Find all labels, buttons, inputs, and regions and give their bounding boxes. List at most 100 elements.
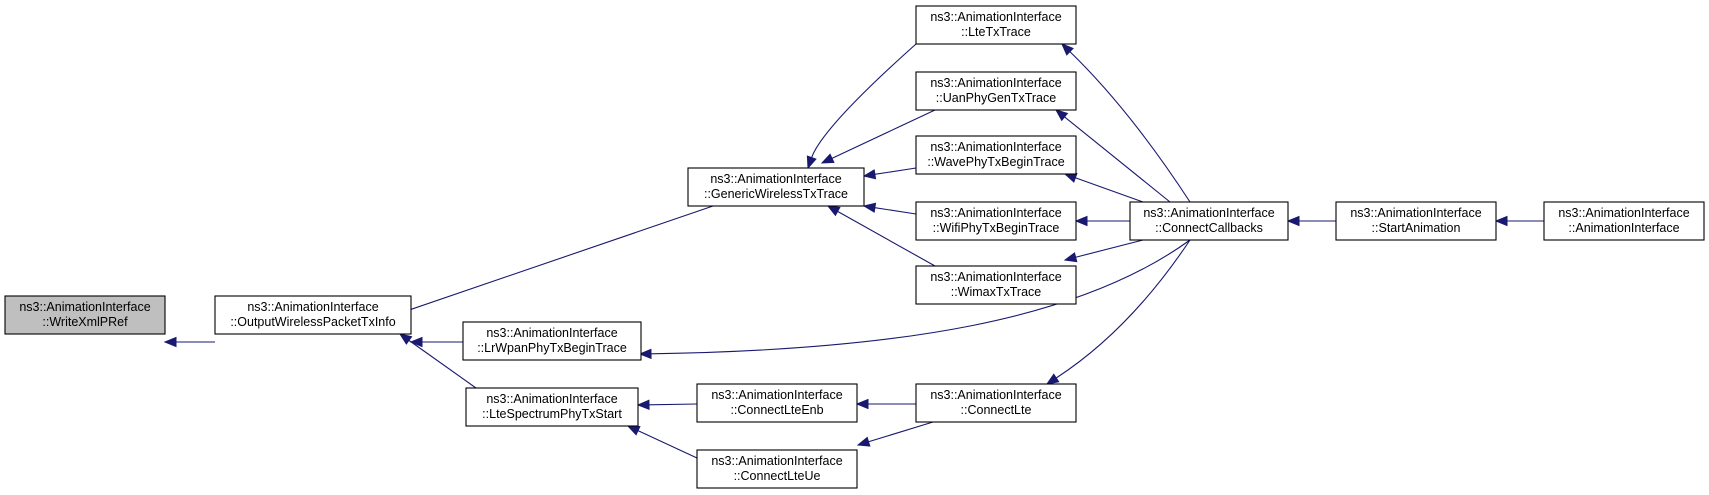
node-method-label: ::StartAnimation [1372, 221, 1461, 235]
edge-connectcb-to-lrwpan [638, 239, 1191, 360]
node-box [696, 383, 858, 423]
edge-wave-to-generic [862, 167, 917, 180]
node-wave[interactable]: ns3::AnimationInterface::WavePhyTxBeginT… [915, 135, 1077, 175]
arrowhead-icon [638, 348, 652, 360]
edge-lrwpan-to-outputwifi [409, 336, 463, 348]
node-connectcb[interactable]: ns3::AnimationInterface::ConnectCallback… [1129, 201, 1289, 241]
node-method-label: ::UanPhyGenTxTrace [936, 91, 1056, 105]
arrowhead-icon [636, 399, 650, 411]
node-ltespectrum[interactable]: ns3::AnimationInterface::LteSpectrumPhyT… [465, 387, 639, 427]
edge-connectlteue-to-ltespectrum [626, 425, 698, 459]
arrowhead-icon [855, 398, 869, 410]
node-class-label: ns3::AnimationInterface [247, 300, 378, 314]
node-box [915, 265, 1077, 305]
node-box [915, 5, 1077, 45]
node-writexml: ns3::AnimationInterface::WriteXmlPRef [4, 295, 166, 335]
edge-line [637, 430, 698, 459]
node-class-label: ns3::AnimationInterface [711, 454, 842, 468]
arrowhead-icon [856, 436, 871, 447]
edge-line [868, 421, 934, 443]
edge-line [874, 167, 917, 175]
arrowhead-icon [1063, 252, 1078, 263]
node-ltetx[interactable]: ns3::AnimationInterface::LteTxTrace [915, 5, 1077, 45]
call-nodes: ns3::AnimationInterface::WriteXmlPRefns3… [4, 5, 1705, 489]
node-wimax[interactable]: ns3::AnimationInterface::WimaxTxTrace [915, 265, 1077, 305]
edge-connectcb-to-ltetx [1061, 43, 1191, 203]
arrowhead-icon [806, 155, 817, 170]
arrowhead-icon [1045, 373, 1060, 385]
node-method-label: ::ConnectLte [961, 403, 1032, 417]
node-class-label: ns3::AnimationInterface [930, 388, 1061, 402]
arrowhead-icon [1054, 109, 1069, 122]
node-box [214, 295, 412, 335]
edge-line [874, 207, 917, 215]
arrowhead-icon [1061, 43, 1074, 56]
arrowhead-icon [398, 333, 413, 345]
edge-line [1055, 239, 1191, 379]
node-class-label: ns3::AnimationInterface [930, 270, 1061, 284]
node-class-label: ns3::AnimationInterface [711, 388, 842, 402]
edge-outputwifi-to-writexml [163, 336, 215, 348]
arrowhead-icon [862, 202, 877, 213]
edge-connectcb-to-wifi [1074, 215, 1130, 227]
node-connectlteue[interactable]: ns3::AnimationInterface::ConnectLteUe [696, 449, 858, 489]
node-class-label: ns3::AnimationInterface [1558, 206, 1689, 220]
edge-wimax-to-generic [826, 205, 936, 267]
node-method-label: ::WifiPhyTxBeginTrace [933, 221, 1060, 235]
edge-line [1075, 177, 1144, 203]
edge-connectcb-to-wave [1063, 172, 1144, 203]
node-uan[interactable]: ns3::AnimationInterface::UanPhyGenTxTrac… [915, 71, 1077, 111]
node-connectlte[interactable]: ns3::AnimationInterface::ConnectLte [915, 383, 1077, 423]
node-box [465, 387, 639, 427]
node-method-label: ::LteSpectrumPhyTxStart [482, 407, 622, 421]
edge-line [1069, 51, 1191, 203]
node-box [915, 201, 1077, 241]
node-method-label: ::WimaxTxTrace [951, 285, 1042, 299]
arrowhead-icon [163, 336, 177, 348]
node-outputwifi[interactable]: ns3::AnimationInterface::OutputWirelessP… [214, 295, 412, 335]
edge-connectcb-to-connectlte [1045, 239, 1191, 385]
edge-line [837, 210, 936, 267]
node-method-label: ::ConnectLteUe [734, 469, 821, 483]
node-generic[interactable]: ns3::AnimationInterface::GenericWireless… [687, 167, 865, 207]
arrowhead-icon [820, 153, 835, 164]
arrowhead-icon [1494, 215, 1508, 227]
edge-uan-to-generic [820, 109, 936, 164]
node-animctor[interactable]: ns3::AnimationInterface::AnimationInterf… [1543, 201, 1705, 241]
edge-line [408, 339, 477, 389]
node-box [915, 383, 1077, 423]
node-method-label: ::ConnectLteEnb [730, 403, 823, 417]
node-connectlteenb[interactable]: ns3::AnimationInterface::ConnectLteEnb [696, 383, 858, 423]
arrowhead-icon [626, 425, 641, 436]
node-class-label: ns3::AnimationInterface [930, 76, 1061, 90]
edge-line [648, 403, 698, 406]
node-class-label: ns3::AnimationInterface [930, 206, 1061, 220]
node-box [1129, 201, 1289, 241]
edge-connectcb-to-wimax [1063, 239, 1144, 263]
node-method-label: ::WavePhyTxBeginTrace [927, 155, 1064, 169]
node-box [462, 321, 642, 361]
edge-connectlteenb-to-ltespectrum [636, 399, 698, 411]
node-class-label: ns3::AnimationInterface [1350, 206, 1481, 220]
edge-connectlte-to-connectlteue [856, 421, 934, 447]
node-box [1543, 201, 1705, 241]
edge-line [811, 43, 917, 158]
node-class-label: ns3::AnimationInterface [930, 10, 1061, 24]
node-box [4, 295, 166, 335]
node-class-label: ns3::AnimationInterface [486, 326, 617, 340]
edge-generic-to-outputwifi [378, 205, 714, 322]
node-class-label: ns3::AnimationInterface [1143, 206, 1274, 220]
node-lrwpan[interactable]: ns3::AnimationInterface::LrWpanPhyTxBegi… [462, 321, 642, 361]
edge-connectlte-to-connectlteenb [855, 398, 916, 410]
node-wifi[interactable]: ns3::AnimationInterface::WifiPhyTxBeginT… [915, 201, 1077, 241]
node-startanim[interactable]: ns3::AnimationInterface::StartAnimation [1335, 201, 1497, 241]
node-box [696, 449, 858, 489]
node-method-label: ::WriteXmlPRef [42, 315, 128, 329]
node-box [915, 71, 1077, 111]
arrowhead-icon [1286, 215, 1300, 227]
edge-ltetx-to-generic [806, 43, 917, 170]
arrowhead-icon [826, 205, 841, 217]
node-method-label: ::LrWpanPhyTxBeginTrace [477, 341, 627, 355]
edge-wifi-to-generic [862, 202, 917, 215]
node-method-label: ::LteTxTrace [961, 25, 1031, 39]
